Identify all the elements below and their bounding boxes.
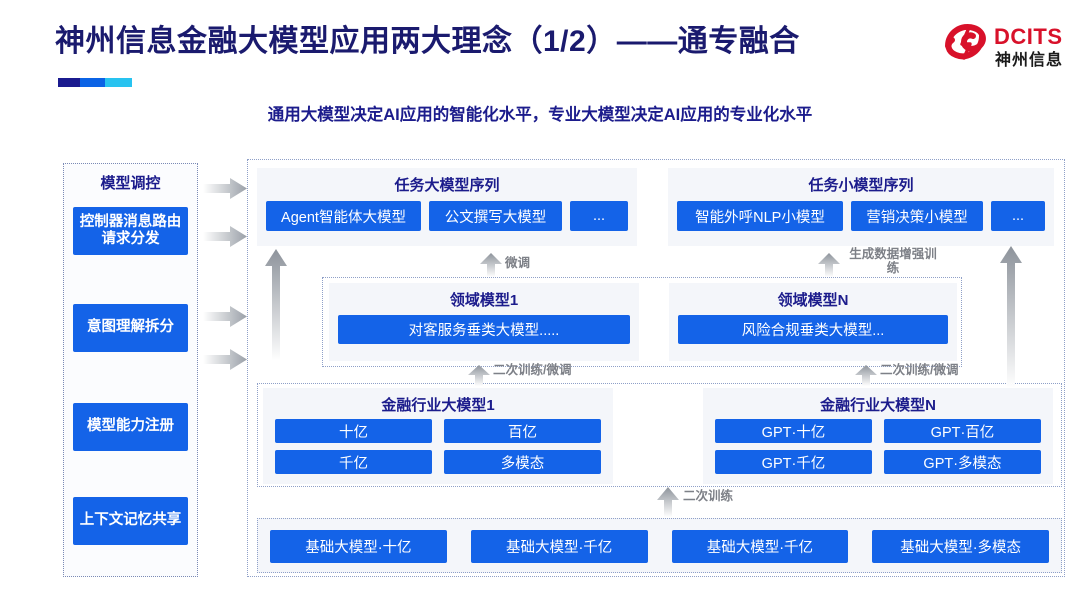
domain-model-n-chip-row: 风险合规垂类大模型...	[669, 310, 957, 353]
page-title: 神州信息金融大模型应用两大理念（1/2）——通专融合	[55, 25, 800, 58]
chip-ind1-multimodal[interactable]: 多模态	[444, 450, 601, 474]
up-arrow-icon-domain1-to-task	[265, 249, 287, 361]
control-panel: 模型调控 控制器消息路由请求分发 意图理解拆分 模型能力注册 上下文记忆共享	[63, 163, 198, 577]
control-item-registry[interactable]: 模型能力注册	[73, 403, 188, 451]
arrow-label-data-augmentation: 生成数据增强训练	[849, 247, 937, 276]
logo-wordmark: DCITS	[994, 24, 1063, 49]
chip-base-multimodal[interactable]: 基础大模型·多模态	[872, 530, 1049, 563]
domain-model-n-panel: 领域模型N 风险合规垂类大模型...	[669, 283, 957, 361]
task-small-model-chip-row: 智能外呼NLP小模型 营销决策小模型 ...	[668, 195, 1054, 240]
industry-model-band: 金融行业大模型1 十亿 百亿 千亿 多模态 金融行业大模型N GPT·十亿 GP…	[257, 383, 1062, 487]
chip-indn-billion[interactable]: GPT·十亿	[715, 419, 872, 443]
arrow-label-retrain: 二次训练	[683, 489, 734, 503]
domain-model-n-title: 领域模型N	[777, 292, 849, 309]
chip-ind1-billion[interactable]: 十亿	[275, 419, 432, 443]
chip-document-model[interactable]: 公文撰写大模型	[429, 201, 562, 231]
control-item-context[interactable]: 上下文记忆共享	[73, 497, 188, 545]
domain-model-1-chip-row: 对客服务垂类大模型.....	[329, 310, 639, 353]
right-arrow-icon-2	[203, 226, 247, 247]
arrow-label-fine-tune: 微调	[505, 256, 531, 270]
architecture-frame	[247, 159, 1065, 577]
control-item-router[interactable]: 控制器消息路由请求分发	[73, 207, 188, 255]
task-big-model-chip-row: Agent智能体大模型 公文撰写大模型 ...	[257, 195, 637, 240]
arrow-label-retrain-tune-1: 二次训练/微调	[493, 363, 572, 377]
title-accent-bar	[58, 78, 132, 87]
up-arrow-icon-base-retrain	[657, 487, 679, 517]
chip-ind1-ten-billion[interactable]: 百亿	[444, 419, 601, 443]
industry-model-n-title: 金融行业大模型N	[820, 397, 936, 414]
chip-more-big[interactable]: ...	[570, 201, 628, 231]
base-model-chip-row: 基础大模型·十亿 基础大模型·千亿 基础大模型·千亿 基础大模型·多模态	[258, 519, 1061, 574]
chip-base-billion[interactable]: 基础大模型·十亿	[270, 530, 447, 563]
chip-more-small[interactable]: ...	[991, 201, 1045, 231]
domain-model-1-panel: 领域模型1 对客服务垂类大模型.....	[329, 283, 639, 361]
industry-model-1-title: 金融行业大模型1	[381, 397, 495, 414]
logo-chinese-name: 神州信息	[995, 50, 1063, 69]
chip-nlp-outbound-model[interactable]: 智能外呼NLP小模型	[677, 201, 843, 231]
chip-risk-compliance-vertical[interactable]: 风险合规垂类大模型...	[678, 315, 948, 344]
chip-customer-service-vertical[interactable]: 对客服务垂类大模型.....	[338, 315, 630, 344]
up-arrow-icon-industryn-to-task	[1000, 246, 1022, 388]
task-big-model-title: 任务大模型序列	[394, 177, 500, 194]
task-small-model-title: 任务小模型序列	[808, 177, 914, 194]
chip-base-hundred-billion-1[interactable]: 基础大模型·千亿	[470, 530, 648, 563]
dcits-logo: DCITS 神州信息	[942, 20, 1066, 72]
right-arrow-icon-4	[203, 349, 247, 370]
accent-segment-navy	[58, 78, 81, 87]
chip-marketing-decision-model[interactable]: 营销决策小模型	[851, 201, 983, 231]
industry-model-n-panel: 金融行业大模型N GPT·十亿 GPT·百亿 GPT·千亿 GPT·多模态	[703, 388, 1053, 484]
control-panel-title: 模型调控	[100, 175, 161, 192]
chip-indn-hundred-billion[interactable]: GPT·千亿	[715, 450, 872, 474]
task-small-model-panel: 任务小模型序列 智能外呼NLP小模型 营销决策小模型 ...	[668, 168, 1054, 246]
domain-model-1-title: 领域模型1	[449, 292, 519, 309]
accent-segment-blue	[80, 78, 106, 87]
chip-base-hundred-billion-2[interactable]: 基础大模型·千亿	[671, 530, 849, 563]
arrow-label-retrain-tune-2: 二次训练/微调	[880, 363, 959, 377]
logo-swirl-icon	[945, 24, 986, 60]
domain-model-band: 领域模型1 对客服务垂类大模型..... 领域模型N 风险合规垂类大模型...	[322, 277, 962, 367]
chip-ind1-hundred-billion[interactable]: 千亿	[275, 450, 432, 474]
chip-indn-ten-billion[interactable]: GPT·百亿	[884, 419, 1041, 443]
page-subtitle: 通用大模型决定AI应用的智能化水平，专业大模型决定AI应用的专业化水平	[267, 106, 813, 124]
up-arrow-icon-data-augmentation	[818, 253, 840, 277]
chip-indn-multimodal[interactable]: GPT·多模态	[884, 450, 1041, 474]
up-arrow-icon-retrain-domainn	[855, 365, 877, 386]
industry-model-n-chip-grid: GPT·十亿 GPT·百亿 GPT·千亿 GPT·多模态	[703, 415, 1053, 482]
control-item-intent[interactable]: 意图理解拆分	[73, 304, 188, 352]
up-arrow-icon-retrain-domain1	[468, 365, 490, 386]
chip-agent-model[interactable]: Agent智能体大模型	[266, 201, 421, 231]
logo-artwork: DCITS 神州信息	[945, 24, 1063, 69]
base-model-band: 基础大模型·十亿 基础大模型·千亿 基础大模型·千亿 基础大模型·多模态	[257, 518, 1062, 573]
accent-segment-cyan	[105, 78, 132, 87]
task-big-model-panel: 任务大模型序列 Agent智能体大模型 公文撰写大模型 ...	[257, 168, 637, 246]
right-arrow-icon-1	[203, 178, 247, 199]
industry-model-1-panel: 金融行业大模型1 十亿 百亿 千亿 多模态	[263, 388, 613, 484]
industry-model-1-chip-grid: 十亿 百亿 千亿 多模态	[263, 415, 613, 482]
right-arrow-icon-3	[203, 306, 247, 327]
up-arrow-icon-finetune	[480, 253, 502, 277]
